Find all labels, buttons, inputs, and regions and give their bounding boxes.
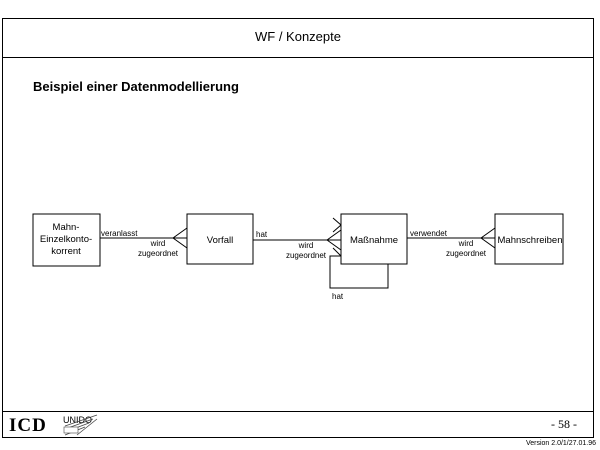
entity-massnahme-box (340, 213, 408, 265)
unido-logo-text: UNIDO (63, 415, 92, 425)
relation-vorfall-wird: wird (298, 241, 314, 250)
section-heading: Beispiel einer Datenmodellierung (33, 79, 239, 94)
relation-mahnschreiben-wird: wird (458, 239, 474, 248)
relation-vorfall-hat: hat (256, 230, 268, 239)
connector-mahn-vorfall (100, 227, 188, 249)
slide-frame: WF / Konzepte ICD UNIDO - 58 - (2, 18, 594, 438)
slide-header: WF / Konzepte (3, 19, 593, 58)
entity-mahn-label-3: korrent (51, 246, 81, 257)
relation-veranlasst: veranlasst (101, 229, 138, 238)
relation-vorfall-zugeordnet: zugeordnet (286, 251, 327, 260)
connector-vorfall-massnahme (253, 229, 342, 251)
unido-logo-block (63, 426, 79, 434)
entity-mahn-box (32, 213, 101, 267)
entity-massnahme-label: Maßnahme (350, 235, 398, 246)
unido-logo-graphic: UNIDO (63, 414, 98, 436)
entity-mahn-label-2: Einzelkonto- (40, 234, 92, 245)
version-label: Version 2.0/1/27.01.96 (525, 440, 596, 447)
relation-mahn-wird: wird (150, 239, 166, 248)
entity-vorfall-label: Vorfall (207, 235, 233, 246)
footer-divider (3, 411, 593, 412)
entity-mahnschreiben-box (494, 213, 564, 265)
relation-massnahme-self-hat: hat (332, 292, 344, 301)
relation-mahnschreiben-zugeordnet: zugeordnet (446, 249, 487, 258)
connector-massnahme-self (329, 217, 389, 289)
connector-massnahme-mahnschreiben (407, 227, 496, 249)
page-number: - 58 - (551, 417, 577, 431)
unido-logo: UNIDO (63, 413, 103, 441)
entity-vorfall-box (186, 213, 254, 265)
entity-mahnschreiben-label: Mahnschreiben (498, 235, 563, 246)
slide-title: WF / Konzepte (255, 29, 341, 44)
relation-mahn-zugeordnet: zugeordnet (138, 249, 179, 258)
entity-mahn-label-1: Mahn- (53, 222, 80, 233)
icd-logo: ICD (9, 415, 47, 436)
relation-verwendet: verwendet (410, 229, 448, 238)
